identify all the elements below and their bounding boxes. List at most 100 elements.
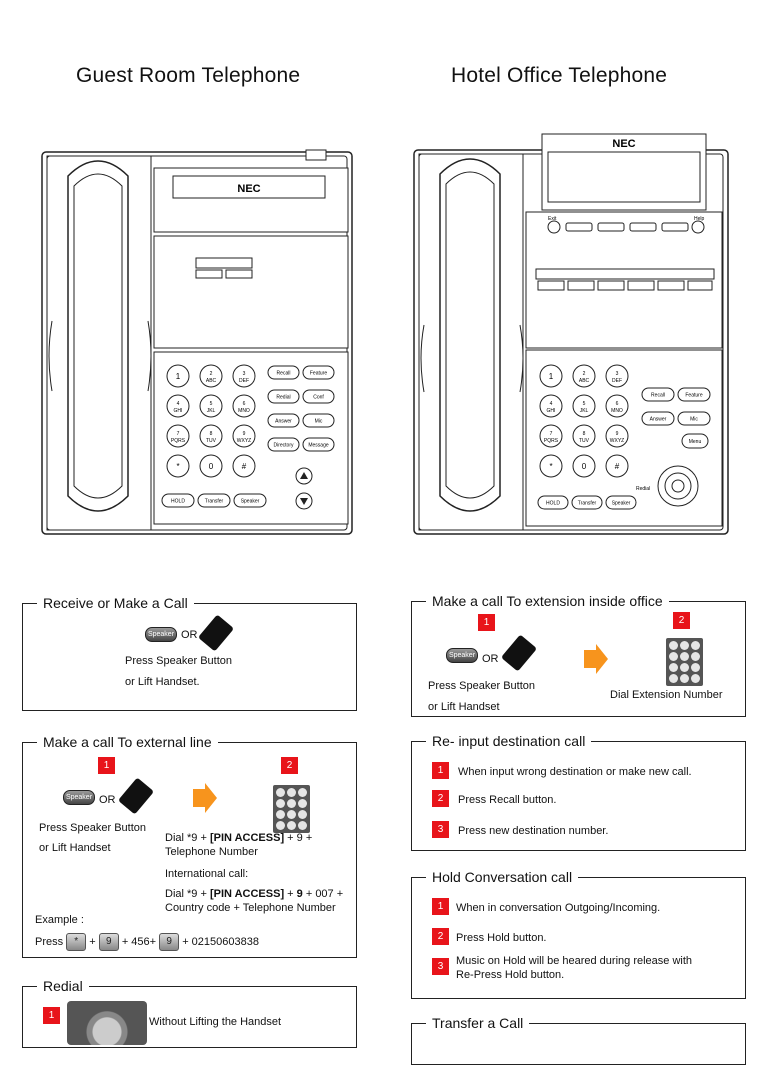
function-key-label: Conf bbox=[313, 395, 324, 401]
function-key bbox=[641, 387, 675, 402]
hold-title: Hold Conversation call bbox=[426, 868, 579, 886]
keypad-key-label: GHI bbox=[174, 408, 183, 414]
nine-key-icon: 9 bbox=[159, 933, 180, 951]
keypad-key-label: DEF bbox=[239, 378, 249, 384]
office-call-box: Make a call To extension inside office 1… bbox=[411, 592, 746, 717]
office-exit-label: Exit bbox=[548, 216, 557, 222]
function-key bbox=[302, 413, 335, 428]
keypad-key-label: # bbox=[615, 462, 620, 471]
step-3-badge: 3 bbox=[432, 958, 449, 975]
external-line2: or Lift Handset bbox=[39, 842, 111, 854]
office-line2: or Lift Handset bbox=[428, 701, 500, 713]
function-key-label: Recall bbox=[651, 393, 665, 399]
keypad-key-label: 0 bbox=[582, 462, 587, 471]
function-key bbox=[537, 495, 569, 510]
keypad-key-label: MNO bbox=[238, 408, 250, 414]
function-key bbox=[681, 433, 709, 449]
function-key bbox=[267, 365, 300, 380]
function-key bbox=[677, 411, 711, 426]
function-key bbox=[641, 411, 675, 426]
function-key-label: Answer bbox=[275, 419, 292, 425]
step-1-badge: 1 bbox=[432, 762, 449, 779]
function-key-label: Speaker bbox=[241, 499, 260, 505]
dial-keypad-icon bbox=[666, 638, 703, 686]
function-key-label: Answer bbox=[650, 417, 667, 423]
keypad-key bbox=[539, 454, 563, 478]
keypad-key-label: WXYZ bbox=[237, 438, 251, 444]
function-key-label: Transfer bbox=[578, 501, 597, 507]
function-key bbox=[267, 413, 300, 428]
example-label: Example : bbox=[35, 914, 84, 926]
keypad-key bbox=[572, 364, 596, 388]
receive-line2: or Lift Handset. bbox=[125, 676, 200, 688]
reinput-step2-text: Press Recall button. bbox=[458, 794, 557, 806]
hold-box: Hold Conversation call 1 When in convers… bbox=[411, 868, 746, 999]
function-key-label: Mic bbox=[690, 417, 698, 423]
external-dial-number: Telephone Number bbox=[165, 846, 258, 858]
keypad-key-label: 0 bbox=[209, 462, 214, 471]
office-call-title: Make a call To extension inside office bbox=[426, 592, 669, 610]
keypad-key-label: 7 bbox=[177, 431, 180, 437]
handset-icon bbox=[197, 614, 235, 652]
guest-brand-label: NEC bbox=[237, 183, 260, 195]
reinput-step1-text: When input wrong destination or make new… bbox=[458, 766, 692, 778]
function-key-label: Recall bbox=[277, 371, 291, 377]
keypad-key bbox=[232, 364, 256, 388]
keypad-key-label: ABC bbox=[579, 378, 590, 384]
keypad-key bbox=[605, 394, 629, 418]
function-key bbox=[267, 437, 300, 452]
keypad-key-label: # bbox=[242, 462, 247, 471]
step-1-badge: 1 bbox=[432, 898, 449, 915]
hold-step3-text2: Re-Press Hold button. bbox=[456, 969, 565, 981]
keypad-key bbox=[539, 364, 563, 388]
keypad-key bbox=[166, 394, 190, 418]
external-dial-instruction: Dial *9 + [PIN ACCESS] + 9 + bbox=[165, 832, 313, 844]
office-or: OR bbox=[482, 653, 499, 665]
keypad-key bbox=[539, 424, 563, 448]
keypad-key-label: 9 bbox=[243, 431, 246, 437]
keypad-key-label: 8 bbox=[583, 431, 586, 437]
step-3-badge: 3 bbox=[432, 821, 449, 838]
keypad-key-label: 2 bbox=[210, 371, 213, 377]
function-key bbox=[302, 389, 335, 404]
keypad-key-label: 3 bbox=[616, 371, 619, 377]
function-key bbox=[302, 365, 335, 380]
keypad-key-label: 6 bbox=[616, 401, 619, 407]
guest-phone-title: Guest Room Telephone bbox=[76, 64, 301, 87]
keypad-key bbox=[199, 394, 223, 418]
keypad-key bbox=[572, 394, 596, 418]
receive-or: OR bbox=[181, 629, 198, 641]
office-help-label: Help bbox=[694, 216, 705, 222]
redial-box: Redial 1 Without Lifting the Handset bbox=[22, 977, 357, 1048]
keypad-key-label: JKL bbox=[207, 408, 216, 414]
redial-key-image bbox=[67, 1001, 147, 1045]
handset-icon bbox=[500, 634, 538, 672]
reinput-box: Re- input destination call 1 When input … bbox=[411, 732, 746, 851]
keypad-key-label: JKL bbox=[580, 408, 589, 414]
keypad-key-label: ABC bbox=[206, 378, 217, 384]
function-key-label: Message bbox=[308, 443, 329, 449]
function-key bbox=[677, 387, 711, 402]
external-line1: Press Speaker Button bbox=[39, 822, 147, 834]
step-2-badge: 2 bbox=[673, 612, 690, 629]
speaker-button-icon: Speaker bbox=[145, 627, 177, 642]
keypad-key-label: WXYZ bbox=[610, 438, 624, 444]
receive-line1: Press Speaker Button bbox=[125, 655, 233, 667]
office-line1: Press Speaker Button bbox=[428, 680, 536, 692]
international-label: International call: bbox=[165, 868, 249, 880]
function-key bbox=[605, 495, 637, 510]
step-1-badge: 1 bbox=[43, 1007, 60, 1024]
keypad-key-label: * bbox=[549, 462, 552, 471]
keypad-key bbox=[539, 394, 563, 418]
function-key-label: Redial bbox=[276, 395, 290, 401]
keypad-key bbox=[166, 364, 190, 388]
example-sequence: Press * + 9 + 456+ 9 + 02150603838 bbox=[35, 933, 259, 951]
keypad-key bbox=[232, 454, 256, 478]
